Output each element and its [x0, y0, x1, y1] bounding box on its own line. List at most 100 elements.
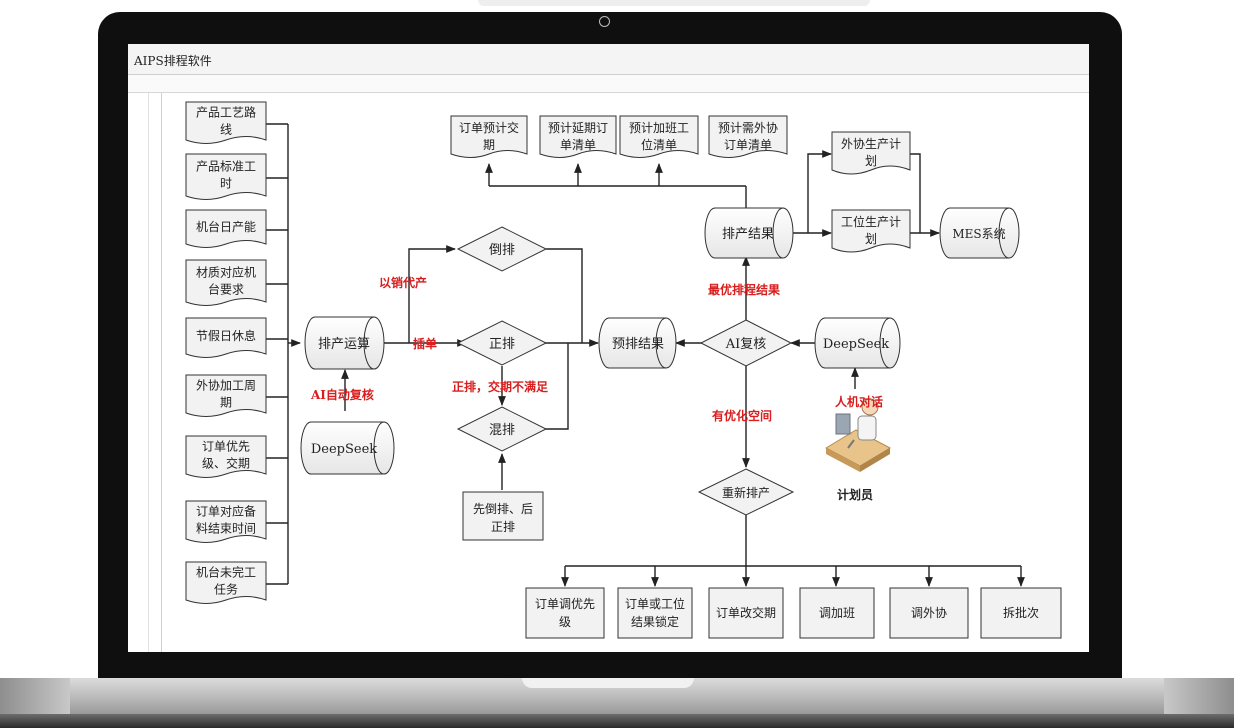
- label-sales-driven: 以销代产: [379, 275, 427, 290]
- top-output-1-line-2: 期: [483, 138, 495, 152]
- input-doc-7-line-2: 级、交期: [202, 456, 250, 471]
- input-doc-5: 节假日休息: [185, 317, 267, 358]
- input-doc-9-line-1: 机台未完工: [196, 565, 256, 580]
- ai-review-label: AI复核: [725, 337, 767, 352]
- deepseek-left-label: DeepSeek: [311, 442, 377, 457]
- toolbar-strip: [128, 75, 1089, 93]
- input-doc-4-line-1: 材质对应机: [196, 265, 256, 280]
- laptop-base-left: [0, 678, 70, 714]
- outsource-plan-doc: 外协生产计 划: [831, 131, 911, 175]
- outsource-plan-line1: 外协生产计: [841, 136, 901, 151]
- pre-result-label: 预排结果: [612, 337, 664, 352]
- station-plan-doc: 工位生产计 划: [831, 209, 911, 253]
- top-output-2-line-1: 预计延期订: [548, 121, 608, 135]
- action-box-3: 订单改交期: [708, 587, 784, 639]
- top-output-1-line-1: 订单预计交: [459, 120, 519, 135]
- forward-diamond: 正排: [456, 320, 548, 366]
- label-optimal-result: 最优排程结果: [708, 282, 780, 297]
- action-box-1-line-1: 订单调优先: [535, 597, 595, 611]
- action-box-3-line-1: 订单改交期: [716, 605, 776, 620]
- action-box-5: 调外协: [889, 587, 969, 639]
- planner-figure-icon: 计划员: [824, 398, 892, 502]
- laptop-notch: [522, 678, 694, 688]
- station-plan-line2: 划: [865, 232, 877, 246]
- deepseek-left-node: DeepSeek: [300, 421, 395, 475]
- left-gutter-border: [161, 93, 162, 652]
- result-label: 排产结果: [722, 227, 774, 242]
- outsource-plan-line2: 划: [865, 154, 877, 168]
- top-output-3-line-1: 预计加班工: [629, 121, 689, 135]
- input-doc-4-line-2: 台要求: [208, 282, 244, 297]
- calc-node: 排产运算: [304, 316, 385, 370]
- mixed-note-line1: 先倒排、后: [473, 502, 533, 516]
- app-window: AIPS排程软件: [128, 44, 1089, 652]
- label-human-dialogue: 人机对话: [835, 394, 883, 409]
- input-doc-6-line-1: 外协加工周: [196, 378, 256, 393]
- mes-label: MES系统: [952, 227, 1005, 241]
- input-doc-5-line-1: 节假日休息: [196, 328, 256, 343]
- action-box-1-line-2: 级: [559, 615, 571, 629]
- label-optimization-room: 有优化空间: [712, 408, 772, 423]
- top-output-3-line-2: 位清单: [641, 137, 677, 152]
- label-forward-fail: 正排，交期不满足: [452, 379, 548, 394]
- laptop-base-right: [1164, 678, 1234, 714]
- pre-result-node: 预排结果: [598, 317, 677, 369]
- mixed-note-box: 先倒排、后 正排: [462, 491, 544, 541]
- action-box-4-line-1: 调加班: [819, 606, 855, 620]
- planner-label: 计划员: [837, 487, 873, 502]
- mixed-diamond: 混排: [456, 406, 548, 452]
- input-doc-2-line-1: 产品标准工: [196, 160, 256, 174]
- action-box-6-line-1: 拆批次: [1003, 605, 1039, 620]
- app-title: AIPS排程软件: [134, 54, 212, 68]
- station-plan-line1: 工位生产计: [841, 214, 901, 229]
- mixed-label: 混排: [489, 423, 515, 438]
- input-doc-8-line-1: 订单对应备: [196, 504, 256, 519]
- backward-diamond: 倒排: [456, 226, 548, 272]
- input-doc-1-line-2: 线: [220, 123, 232, 137]
- action-box-2-line-2: 结果锁定: [631, 614, 679, 629]
- top-output-2-line-2: 单清单: [560, 138, 596, 152]
- input-doc-9-line-2: 任务: [214, 582, 238, 597]
- action-box-4: 调加班: [799, 587, 875, 639]
- input-doc-3: 机台日产能: [185, 209, 267, 248]
- mixed-note-line2: 正排: [491, 520, 515, 534]
- input-doc-1-line-1: 产品工艺路: [196, 105, 256, 120]
- input-doc-3-line-1: 机台日产能: [196, 219, 256, 234]
- input-doc-6-line-2: 期: [220, 396, 232, 410]
- backward-label: 倒排: [489, 243, 515, 258]
- flowchart: 产品工艺路线产品标准工时机台日产能材质对应机台要求节假日休息外协加工周期订单优先…: [185, 101, 1062, 639]
- action-box-2-line-1: 订单或工位: [625, 596, 685, 611]
- top-output-4-line-1: 预计需外协: [718, 120, 778, 135]
- label-insert-order: 插单: [413, 336, 437, 351]
- camera-icon: [599, 16, 610, 27]
- input-doc-7-line-1: 订单优先: [202, 440, 250, 454]
- action-box-5-line-1: 调外协: [911, 605, 947, 620]
- deepseek-right-node: DeepSeek: [814, 317, 901, 369]
- input-doc-2-line-2: 时: [220, 177, 232, 191]
- deepseek-right-label: DeepSeek: [823, 337, 889, 352]
- reschedule-label: 重新排产: [722, 485, 770, 500]
- mes-node: MES系统: [939, 207, 1020, 259]
- calc-label: 排产运算: [318, 337, 370, 352]
- reschedule-diamond: 重新排产: [697, 468, 795, 516]
- label-ai-auto-check: AI自动复核: [310, 387, 374, 402]
- result-node: 排产结果: [704, 207, 794, 259]
- title-bar: AIPS排程软件: [128, 44, 1089, 75]
- laptop-foot: [0, 714, 1234, 728]
- forward-label: 正排: [489, 337, 515, 352]
- top-bar-shadow: [478, 0, 870, 6]
- action-box-6: 拆批次: [980, 587, 1062, 639]
- left-gutter: [148, 93, 149, 652]
